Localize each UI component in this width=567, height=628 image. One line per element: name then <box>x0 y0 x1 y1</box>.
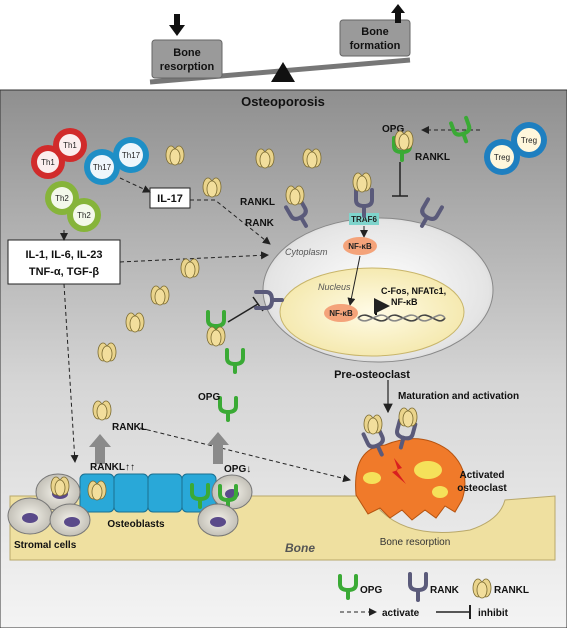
bone-resorption-box <box>151 39 223 79</box>
th2-label: Th2 <box>77 211 91 220</box>
legend-rank-label: RANK <box>430 585 460 596</box>
nucleus <box>279 267 465 357</box>
legend-inhibit-label: inhibit <box>478 608 509 619</box>
il17-label: IL-17 <box>157 193 183 205</box>
legend-rankl-label: RANKL <box>494 585 529 596</box>
osteoclast-body <box>355 438 466 521</box>
osteoblast-cell <box>113 473 149 513</box>
nfkb-nucleus-label: NF-κB <box>329 309 353 318</box>
th17-cell-group: Th17 Th17 <box>84 137 149 185</box>
legend: OPG RANK RANKL activate inhibit <box>338 572 529 619</box>
rankl-molecule <box>202 177 222 198</box>
rankl-molecule <box>255 148 275 169</box>
rankl-molecule <box>165 145 185 166</box>
grey-up-arrow-icon <box>89 434 111 464</box>
treg-label: Treg <box>494 153 510 162</box>
cytoplasm-label: Cytoplasm <box>285 247 328 257</box>
seesaw: Bone resorption Bone formation <box>149 4 411 85</box>
transcription-arrow <box>374 298 390 315</box>
rankl-top-label: RANKL <box>415 152 450 163</box>
stromal-label: Stromal cells <box>14 540 77 551</box>
rankl-molecule <box>97 342 117 363</box>
rank-left-label: RANK <box>245 218 275 229</box>
rankl-bound <box>363 414 383 435</box>
osteoblast-layer <box>79 473 217 513</box>
rankl-bound <box>285 185 305 206</box>
nucleus-label: Nucleus <box>318 282 351 292</box>
rankl-molecule <box>92 400 112 421</box>
genes-label-2: NF-κB <box>391 297 418 307</box>
rankl-molecule <box>206 326 226 347</box>
rankl-molecule <box>87 480 107 501</box>
upregulation-arrows <box>89 432 229 464</box>
pre-osteoclast: Cytoplasm Nucleus TRAF6 NF-κB NF-κB C-Fo… <box>262 213 494 381</box>
opg-inhibit-line <box>227 303 259 323</box>
genes-label-1: C-Fos, NFATc1, <box>381 286 446 296</box>
rankl-molecule <box>394 130 414 151</box>
up-arrow-icon <box>391 4 405 23</box>
rankl-molecule <box>125 312 145 333</box>
cytokines-box <box>7 239 121 285</box>
activated-label-2: osteoclast <box>457 483 507 494</box>
rankl-molecule <box>150 285 170 306</box>
dna-helix-icon <box>357 314 446 322</box>
legend-opg-label: OPG <box>360 585 382 596</box>
bone-formation-label-2: formation <box>350 40 401 52</box>
th17-label: Th17 <box>93 163 112 172</box>
treg-label: Treg <box>521 136 537 145</box>
activated-osteoclast <box>355 407 466 521</box>
maturation-label: Maturation and activation <box>398 391 519 402</box>
nfkb-nucleus <box>324 304 358 322</box>
il17-to-osteoclast-arrow <box>190 199 271 245</box>
nfkb-cytoplasm <box>343 237 377 255</box>
th2-label: Th2 <box>55 194 69 203</box>
osteoblast-cell <box>147 473 183 513</box>
osteoblasts-label: Osteoblasts <box>107 519 165 530</box>
rankl-to-osteoclast-arrow <box>139 427 351 483</box>
rankl-molecule <box>302 148 322 169</box>
seesaw-fulcrum <box>271 62 295 82</box>
th17-to-il17-arrow <box>119 177 151 193</box>
th17-label: Th17 <box>122 151 141 160</box>
th1-label: Th1 <box>63 141 77 150</box>
bone-label: Bone <box>285 541 315 555</box>
opg-mid-label: OPG <box>198 392 220 403</box>
page-title: Osteoporosis <box>241 94 325 109</box>
down-arrow-icon <box>169 14 185 36</box>
bone-resorption-label-2: resorption <box>160 61 215 73</box>
bone-resorption-label-1: Bone <box>173 47 201 59</box>
cytokines-label-2: TNF-α, TGF-β <box>29 266 100 278</box>
cytokines-to-osteoclast-arrow <box>119 251 269 263</box>
opg-down-label: OPG↓ <box>224 464 251 475</box>
opg-top-label: OPG <box>382 124 404 135</box>
grey-up-arrow-icon <box>207 432 229 464</box>
bone-formation-label-1: Bone <box>361 26 389 38</box>
traf6-label: TRAF6 <box>351 215 377 224</box>
th2-cell-group: Th2 Th2 <box>45 181 101 232</box>
legend-activate-label: activate <box>382 608 420 619</box>
traf6-box <box>349 213 379 225</box>
cytokines-label-1: IL-1, IL-6, IL-23 <box>25 249 102 261</box>
th1-cell-group: Th1 Th1 <box>31 128 87 179</box>
bone-formation-box <box>339 19 411 57</box>
legend-rankl-icon <box>472 578 492 599</box>
nfkb-cytoplasm-label: NF-κB <box>348 242 372 251</box>
th1-label: Th1 <box>41 158 55 167</box>
pre-osteoclast-label: Pre-osteoclast <box>334 369 410 381</box>
cytokines-to-osteoblast-arrow <box>63 283 79 463</box>
rankl-molecule <box>50 476 70 497</box>
stromal-cells <box>7 473 253 537</box>
rankl-left-label: RANKL <box>240 197 275 208</box>
rankl-bound <box>398 407 418 428</box>
il17-box <box>149 187 191 209</box>
rankl-bound <box>352 172 372 193</box>
bone-resorption-label: Bone resorption <box>380 537 451 548</box>
activated-label-1: Activated <box>459 470 504 481</box>
rankl-molecule <box>180 258 200 279</box>
rankl-up-label: RANKL↑↑ <box>90 462 135 473</box>
rankl-mid-label: RANKL <box>112 422 147 433</box>
treg-cell-group: Treg Treg <box>484 122 547 175</box>
